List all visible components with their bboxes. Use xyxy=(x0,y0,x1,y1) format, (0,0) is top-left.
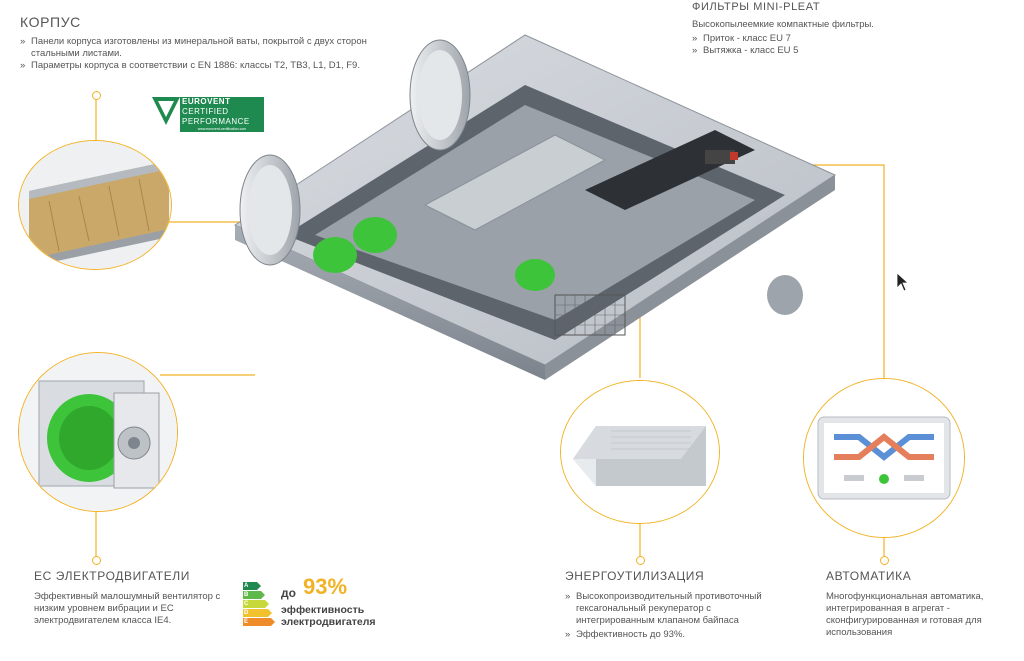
korpus-section: КОРПУС Панели корпуса изготовлены из мин… xyxy=(20,14,405,72)
efficiency-value: 93% xyxy=(303,574,348,599)
heat-exchanger-circle xyxy=(560,380,720,524)
ec-motors-title: EC ЭЛЕКТРОДВИГАТЕЛИ xyxy=(34,569,190,583)
efficiency-class: E xyxy=(244,619,249,625)
automation-circle xyxy=(803,378,965,538)
filters-bullets: Приток - класс EU 7 Вытяжка - класс EU 5 xyxy=(692,33,1012,57)
ec-motors-text: Эффективный малошумный вентилятор с низк… xyxy=(34,591,221,626)
eurovent-logo: EUROVENT CERTIFIED PERFORMANCE www.eurov… xyxy=(150,95,266,133)
eurovent-footer: www.eurovent-certification.com xyxy=(197,127,247,131)
energy-bullet: Высокопроизводительный противоточный гек… xyxy=(565,591,765,627)
energy-bullet: Эффективность до 93%. xyxy=(565,629,765,641)
efficiency-class: C xyxy=(244,601,249,607)
ventilation-unit-illustration xyxy=(233,34,837,380)
control-tablet-image xyxy=(804,379,964,537)
efficiency-line2: электродвигателя xyxy=(281,616,376,628)
connector-dot xyxy=(92,91,101,100)
efficiency-class: A xyxy=(244,583,249,589)
efficiency-class: B xyxy=(244,592,249,598)
automation-title: АВТОМАТИКА xyxy=(826,569,912,583)
korpus-bullet: Параметры корпуса в соответствии с EN 18… xyxy=(20,60,405,72)
eurovent-line1: EUROVENT xyxy=(182,97,231,106)
filters-section: ФИЛЬТРЫ MINI-PLEAT Высокопылеемкие компа… xyxy=(692,1,1012,57)
efficiency-prefix: до xyxy=(281,586,296,600)
korpus-detail-circle xyxy=(18,140,172,270)
connector-dot xyxy=(636,556,645,565)
energy-class-icon xyxy=(243,582,275,626)
energy-bullets: Высокопроизводительный противоточный гек… xyxy=(565,591,765,641)
connector-dot xyxy=(880,556,889,565)
filters-subtitle: Высокопылеемкие компактные фильтры. xyxy=(692,19,874,30)
automation-text: Многофункциональная автоматика, интегрир… xyxy=(826,591,984,638)
korpus-bullets: Панели корпуса изготовлены из минерально… xyxy=(20,36,405,72)
connector-dot xyxy=(92,556,101,565)
eurovent-line3: PERFORMANCE xyxy=(182,117,250,126)
korpus-bullet: Панели корпуса изготовлены из минерально… xyxy=(20,36,405,60)
ec-motors-section: EC ЭЛЕКТРОДВИГАТЕЛИ Эффективный малошумн… xyxy=(34,569,224,627)
hexagonal-exchanger-image xyxy=(561,381,719,523)
korpus-title: КОРПУС xyxy=(20,14,81,30)
efficiency-line1: эффективность xyxy=(281,604,365,616)
efficiency-classes: A B C D E xyxy=(244,582,248,627)
filters-title: ФИЛЬТРЫ MINI-PLEAT xyxy=(692,1,821,13)
efficiency-class: D xyxy=(244,610,249,616)
energy-title: ЭНЕРГОУТИЛИЗАЦИЯ xyxy=(565,569,705,583)
filters-bullet: Вытяжка - класс EU 5 xyxy=(692,45,1012,57)
automation-section: АВТОМАТИКА Многофункциональная автоматик… xyxy=(826,569,1016,639)
mouse-cursor-icon xyxy=(896,272,910,292)
energy-section: ЭНЕРГОУТИЛИЗАЦИЯ Высокопроизводительный … xyxy=(565,569,765,641)
eurovent-badge-icon xyxy=(152,97,264,132)
filters-bullet: Приток - класс EU 7 xyxy=(692,33,1012,45)
panel-section-image xyxy=(19,141,171,269)
efficiency-section: A B C D E до 93% эффективность электродв… xyxy=(243,574,403,630)
ec-motor-circle xyxy=(18,352,178,512)
fan-image xyxy=(19,353,177,511)
eurovent-line2: CERTIFIED xyxy=(182,107,229,116)
